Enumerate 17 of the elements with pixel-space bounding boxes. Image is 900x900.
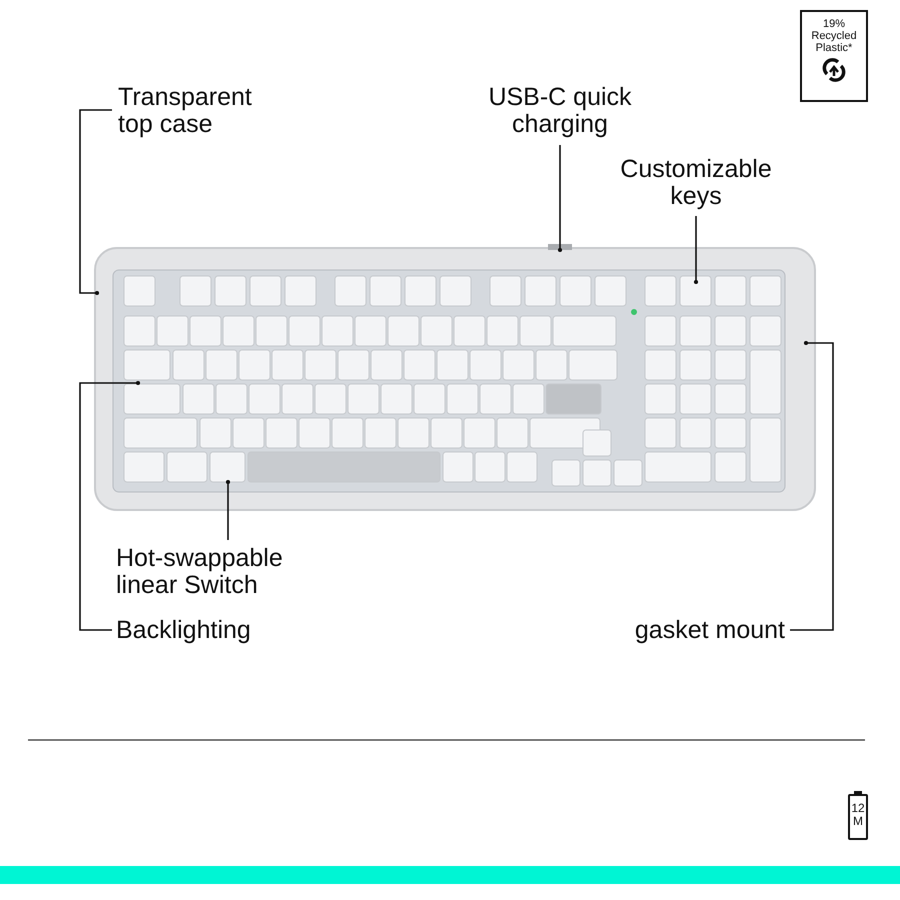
callout-text: Backlighting bbox=[116, 617, 316, 644]
leader-line bbox=[558, 145, 562, 252]
leader-line bbox=[790, 340, 834, 631]
battery-icon bbox=[848, 794, 868, 840]
recycled-badge bbox=[800, 10, 868, 102]
leader-line bbox=[79, 380, 140, 631]
badge-text: 19% Recycled Plastic* bbox=[810, 18, 858, 54]
leader-line bbox=[79, 109, 112, 296]
callout-text: Transparent top case bbox=[118, 84, 278, 138]
callout-text: Hot-swappable linear Switch bbox=[116, 545, 316, 599]
leader-line bbox=[226, 480, 230, 540]
callout-text: USB-C quick charging bbox=[470, 84, 650, 138]
keyboard-drawing bbox=[94, 244, 816, 511]
callout-text: gasket mount bbox=[610, 617, 785, 644]
callout-text: Customizable keys bbox=[596, 156, 796, 210]
leader-line bbox=[694, 216, 698, 284]
battery-life-text: 12 M bbox=[851, 802, 865, 828]
